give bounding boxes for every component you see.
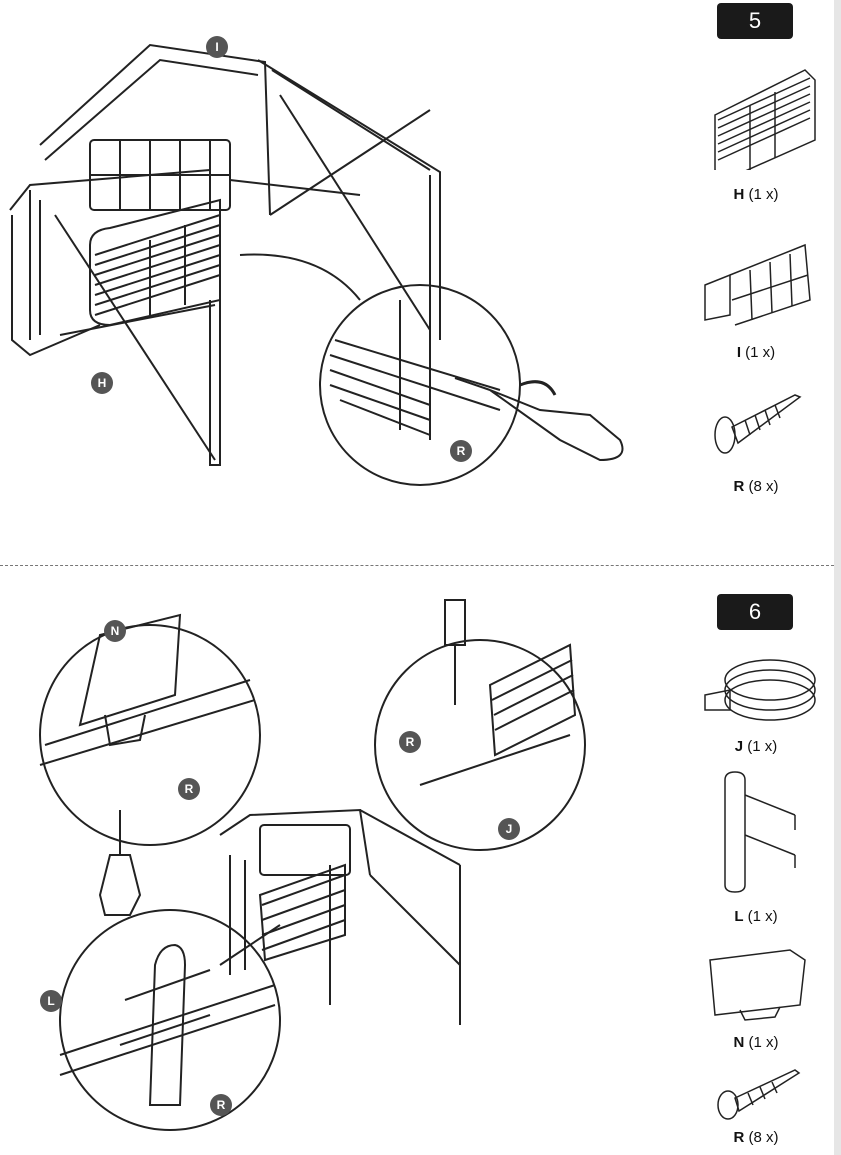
callout-H: H [91,372,113,394]
part-J-label: J (1 x) [706,738,806,755]
step-5-illustration [9,43,624,486]
step-6-badge: 6 [717,594,793,630]
part-N-thumbnail [709,949,806,1021]
part-R-qty-6: (8 x) [748,1129,779,1146]
part-N-label: N (1 x) [706,1034,806,1051]
callout-L: L [40,990,62,1012]
callout-R-bottom: R [210,1094,232,1116]
part-I-qty: (1 x) [745,344,776,361]
callout-R-right: R [399,731,421,753]
part-I-thumbnail [704,243,811,326]
part-R-letter-6: R [733,1129,745,1146]
callout-N: N [104,620,126,642]
part-N-qty: (1 x) [748,1034,779,1051]
step-divider [0,565,834,566]
part-L-label: L (1 x) [706,908,806,925]
part-R-screw-thumbnail-6 [717,1069,801,1120]
part-L-qty: (1 x) [747,908,778,925]
part-N-letter: N [733,1034,745,1051]
part-H-thumbnail [714,69,816,170]
part-I-letter: I [736,344,741,361]
step-5-badge: 5 [717,3,793,39]
part-J-letter: J [734,738,744,755]
part-L-letter: L [734,908,744,925]
callout-J: J [498,818,520,840]
part-H-label: H (1 x) [706,186,806,203]
callout-R: R [450,440,472,462]
part-R-label-6: R (8 x) [706,1129,806,1146]
callout-I: I [206,36,228,58]
part-R-screw-thumbnail [714,394,802,454]
callout-R-left: R [178,778,200,800]
part-R-letter: R [733,478,745,495]
step-6-illustration [39,599,586,1131]
part-R-qty: (8 x) [748,478,779,495]
page-edge-bar [834,0,841,1155]
part-J-qty: (1 x) [747,738,778,755]
part-L-thumbnail [724,771,796,893]
part-H-qty: (1 x) [748,186,779,203]
part-R-label: R (8 x) [706,478,806,495]
part-J-thumbnail [704,659,816,721]
part-I-label: I (1 x) [706,344,806,361]
part-H-letter: H [733,186,745,203]
